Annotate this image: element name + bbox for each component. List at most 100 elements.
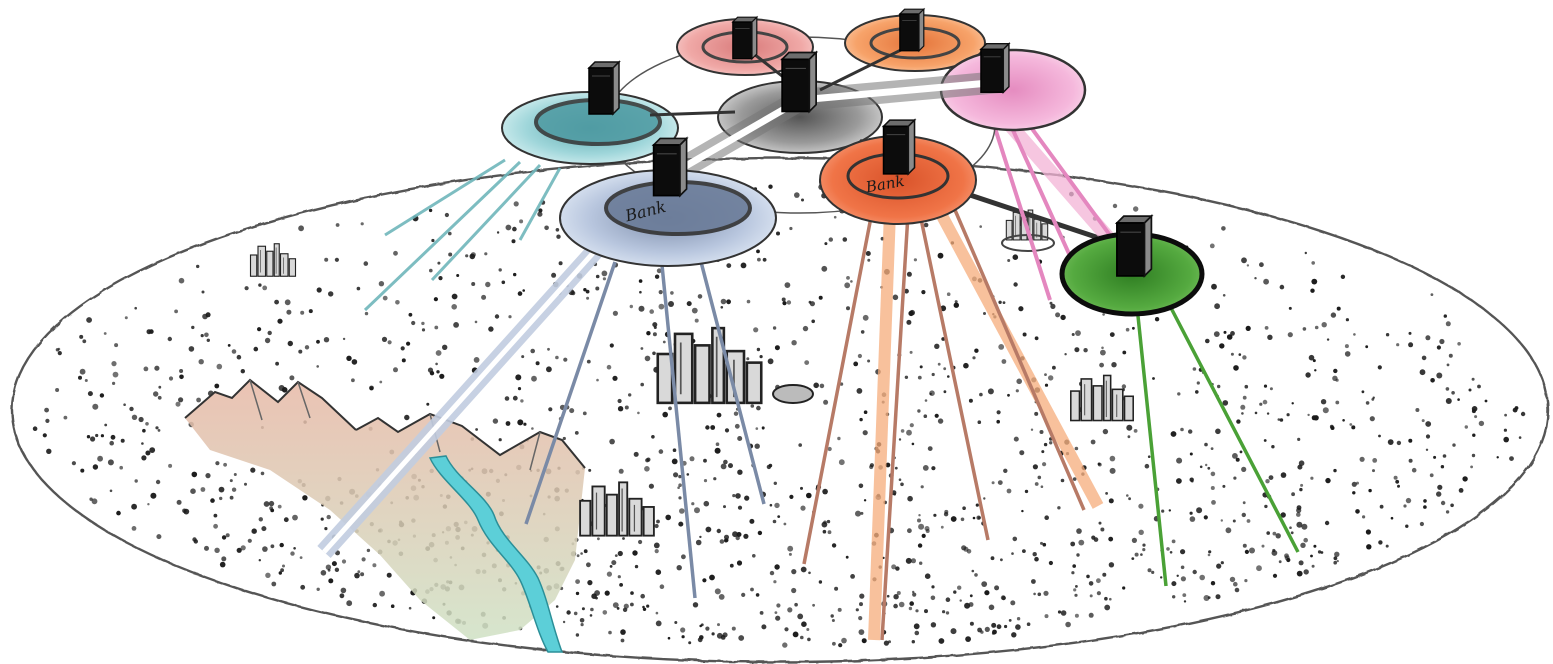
- population-dot: [1429, 473, 1434, 478]
- population-dot: [754, 443, 760, 449]
- population-dot: [1071, 571, 1075, 575]
- population-dot: [914, 630, 920, 636]
- population-dot: [977, 420, 982, 425]
- population-dot: [501, 280, 506, 285]
- population-dot: [120, 438, 125, 443]
- population-dot: [606, 571, 613, 577]
- population-dot: [286, 309, 292, 315]
- population-dot: [575, 633, 580, 637]
- population-dot: [219, 496, 223, 501]
- population-dot: [987, 388, 994, 395]
- population-dot: [1377, 365, 1382, 370]
- population-dot: [1436, 491, 1442, 497]
- population-dot: [1075, 330, 1081, 336]
- population-dot: [699, 635, 704, 640]
- population-dot: [323, 337, 330, 343]
- population-dot: [1264, 504, 1268, 509]
- population-dot: [787, 607, 793, 613]
- population-dot: [649, 309, 654, 314]
- population-dot: [929, 392, 932, 396]
- population-dot: [1297, 464, 1303, 470]
- population-dot: [735, 535, 740, 541]
- population-dot: [1233, 365, 1239, 371]
- population-dot: [689, 456, 695, 462]
- population-dot: [1425, 434, 1431, 439]
- population-dot: [819, 383, 825, 389]
- population-dot: [1333, 368, 1338, 374]
- population-dot: [1365, 345, 1369, 349]
- population-dot: [55, 348, 60, 352]
- population-dot: [595, 286, 600, 291]
- population-dot: [1321, 322, 1327, 328]
- population-dot: [1109, 597, 1112, 601]
- population-dot: [943, 367, 947, 371]
- population-dot: [931, 466, 936, 471]
- population-dot: [909, 350, 913, 354]
- population-dot: [1440, 465, 1445, 469]
- population-dot: [1443, 314, 1448, 318]
- population-dot: [979, 225, 982, 228]
- population-dot: [481, 294, 487, 300]
- population-dot: [860, 511, 864, 515]
- population-dot: [55, 388, 60, 392]
- population-dot: [595, 596, 598, 600]
- population-dot: [1133, 206, 1139, 212]
- population-dot: [438, 276, 443, 281]
- population-dot: [867, 359, 871, 363]
- population-dot: [537, 211, 543, 217]
- population-dot: [1018, 306, 1024, 312]
- population-dot: [1241, 257, 1247, 264]
- population-dot: [1289, 526, 1292, 529]
- population-dot: [1108, 562, 1115, 568]
- population-dot: [1086, 574, 1090, 579]
- population-dot: [1256, 565, 1262, 572]
- population-dot: [167, 336, 172, 342]
- population-dot: [1057, 610, 1062, 614]
- population-dot: [548, 407, 553, 412]
- population-dot: [193, 539, 198, 544]
- population-dot: [1196, 381, 1200, 385]
- population-dot: [604, 590, 610, 596]
- population-dot: [263, 501, 270, 507]
- population-dot: [1032, 464, 1038, 470]
- population-dot: [1216, 563, 1222, 569]
- population-dot: [1219, 343, 1225, 349]
- population-dot: [42, 433, 47, 438]
- population-dot: [498, 268, 502, 272]
- population-dot: [1254, 411, 1258, 415]
- population-dot: [922, 465, 929, 471]
- population-dot: [617, 398, 622, 404]
- population-dot: [580, 623, 584, 627]
- population-dot: [772, 326, 777, 330]
- population-dot: [1356, 481, 1359, 485]
- population-dot: [277, 504, 282, 509]
- population-dot: [846, 276, 850, 280]
- population-dot: [937, 418, 944, 424]
- population-dot: [1368, 488, 1372, 493]
- population-dot: [677, 486, 680, 490]
- population-dot: [433, 297, 438, 302]
- population-dot: [769, 503, 773, 507]
- population-dot: [274, 299, 279, 305]
- population-dot: [1415, 408, 1420, 412]
- population-dot: [858, 629, 865, 635]
- population-dot: [519, 219, 524, 224]
- population-dot: [1112, 203, 1118, 209]
- population-dot: [776, 603, 781, 608]
- population-dot: [602, 610, 608, 615]
- population-dot: [1015, 624, 1021, 630]
- population-dot: [1471, 453, 1476, 458]
- population-dot: [1147, 455, 1151, 459]
- population-dot: [1266, 412, 1270, 415]
- population-dot: [624, 405, 629, 410]
- population-dot: [1271, 445, 1275, 449]
- population-dot: [1064, 353, 1067, 356]
- population-dot: [421, 321, 425, 326]
- population-dot: [586, 296, 590, 300]
- population-dot: [1010, 600, 1016, 606]
- population-dot: [547, 347, 550, 351]
- population-dot: [198, 359, 204, 365]
- population-dot: [782, 301, 787, 306]
- population-dot: [1329, 424, 1334, 429]
- population-dot: [1336, 306, 1341, 311]
